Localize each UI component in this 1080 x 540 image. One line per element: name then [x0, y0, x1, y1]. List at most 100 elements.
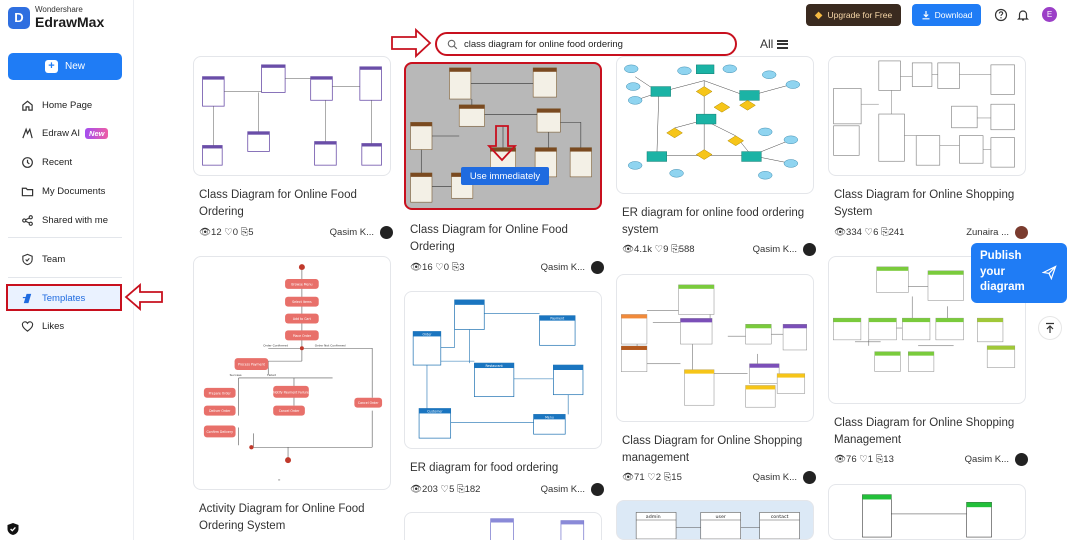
- templates-annotation-box: [6, 284, 122, 311]
- activity-edge-label: Order Confirmed: [263, 343, 288, 347]
- filter-label: All: [760, 37, 774, 51]
- class-diagram-thumbnail: [621, 284, 807, 408]
- template-thumbnail[interactable]: [828, 56, 1026, 176]
- class-diagram-thumbnail: [490, 518, 585, 540]
- use-immediately-button[interactable]: Use immediately: [461, 167, 549, 185]
- templates-icon: [20, 291, 34, 305]
- er-entity-label: Customer: [427, 409, 443, 413]
- paper-plane-icon: [1042, 265, 1057, 280]
- class-diagram-thumbnail: [833, 60, 1015, 168]
- folder-icon: [20, 184, 34, 198]
- template-meta: 👁76 ♡1 ⎘13 Qasim K...: [834, 453, 1028, 466]
- download-button[interactable]: Download: [912, 4, 981, 26]
- download-label: Download: [934, 10, 973, 20]
- ai-icon: [20, 126, 34, 140]
- upgrade-label: Upgrade for Free: [827, 10, 893, 20]
- activity-edge-label: Failed: [267, 373, 276, 377]
- template-title[interactable]: Class Diagram for Online Shopping Manage…: [834, 417, 1015, 446]
- template-stats: 👁16 ♡0 ⎘3: [410, 262, 465, 273]
- app-logo[interactable]: D Wondershare EdrawMax: [8, 6, 104, 29]
- author-avatar[interactable]: [803, 471, 816, 484]
- team-icon: [20, 252, 34, 266]
- template-title[interactable]: Activity Diagram for Online Food Orderin…: [199, 503, 365, 532]
- template-thumbnail[interactable]: [616, 274, 814, 422]
- new-badge: New: [85, 127, 109, 139]
- sidebar-item-shared[interactable]: Shared with me: [8, 208, 122, 232]
- user-avatar[interactable]: E: [1042, 7, 1057, 22]
- template-stats: 👁76 ♡1 ⎘13: [834, 454, 894, 465]
- template-thumbnail[interactable]: [616, 56, 814, 194]
- sidebar-divider: [8, 277, 122, 278]
- er-entity-label: Order: [423, 332, 433, 336]
- template-title[interactable]: ER diagram for online food ordering syst…: [622, 207, 805, 236]
- template-author[interactable]: Qasim K...: [752, 244, 797, 255]
- help-icon[interactable]: [994, 8, 1008, 22]
- activity-node-label: Prepare Order: [209, 391, 232, 395]
- template-thumbnail[interactable]: [404, 512, 602, 540]
- er-entity-label: Menu: [545, 415, 554, 419]
- template-title[interactable]: Class Diagram for Online Shopping manage…: [622, 435, 803, 464]
- activity-node-label: Add to Cart: [293, 317, 312, 321]
- template-stats: 👁203 ♡5 ⎘182: [410, 484, 481, 495]
- activity-node-label: Place Order: [293, 334, 312, 338]
- template-author[interactable]: Zunaira ...: [966, 227, 1009, 238]
- template-stats: 👁4.1k ♡9 ⎘588: [622, 244, 695, 255]
- sidebar-item-likes[interactable]: Likes: [8, 314, 122, 338]
- sidebar-item-label: Team: [42, 253, 66, 265]
- sidebar-item-team[interactable]: Team: [8, 247, 122, 271]
- arrow-left-annotation-icon: [124, 283, 163, 311]
- sidebar-item-label: My Documents: [42, 185, 106, 197]
- sidebar-item-label: Templates: [42, 292, 86, 304]
- author-avatar[interactable]: [380, 226, 393, 239]
- template-thumbnail[interactable]: [404, 62, 602, 210]
- class-diagram-thumbnail: [202, 64, 382, 166]
- template-thumbnail[interactable]: Browse Menu Select Items Add to Cart Pla…: [193, 256, 391, 490]
- sidebar-divider: [8, 237, 122, 238]
- template-thumbnail[interactable]: [193, 56, 391, 176]
- activity-node-label: Notify Payment Failure: [273, 390, 309, 394]
- sidebar-item-label: Shared with me: [42, 214, 109, 226]
- activity-node-label: Confirm Delivery: [206, 430, 233, 434]
- template-thumbnail[interactable]: Restaurant Order Customer Payment Menu: [404, 291, 602, 449]
- search-input[interactable]: class diagram for online food ordering: [435, 32, 737, 56]
- author-avatar[interactable]: [591, 261, 604, 274]
- publish-label: Publish: [980, 250, 1022, 262]
- template-title[interactable]: ER diagram for food ordering: [410, 462, 559, 474]
- activity-node-label: Cancel Order: [358, 401, 379, 405]
- template-thumbnail[interactable]: admin user contact: [616, 500, 814, 540]
- class-box-label: contact: [771, 514, 789, 520]
- activity-node-label: Select Items: [292, 300, 312, 304]
- new-button[interactable]: + New: [8, 53, 122, 80]
- sidebar-item-label: Edraw AI: [42, 127, 81, 139]
- upgrade-button[interactable]: ◆ Upgrade for Free: [806, 4, 901, 26]
- author-avatar[interactable]: [1015, 226, 1028, 239]
- template-title[interactable]: Class Diagram for Online Food Ordering: [410, 224, 568, 253]
- scroll-to-top-button[interactable]: [1038, 316, 1062, 340]
- sidebar-item-recent[interactable]: Recent: [8, 150, 122, 174]
- bell-icon[interactable]: [1016, 8, 1030, 22]
- filter-all-button[interactable]: All: [760, 37, 789, 51]
- template-author[interactable]: Qasim K...: [964, 454, 1009, 465]
- template-thumbnail[interactable]: [828, 484, 1026, 540]
- sidebar-item-label: Likes: [42, 320, 65, 332]
- class-diagram-thumbnail: [410, 67, 592, 203]
- template-meta: 👁71 ♡2 ⎘15 Qasim K...: [622, 471, 816, 484]
- security-shield-icon[interactable]: [6, 522, 20, 536]
- template-title[interactable]: Class Diagram for Online Shopping System: [834, 189, 1015, 218]
- publish-diagram-button[interactable]: Publish your diagram: [971, 243, 1067, 303]
- sidebar-item-edraw-ai[interactable]: Edraw AI New: [8, 121, 122, 145]
- template-author[interactable]: Qasim K...: [752, 472, 797, 483]
- author-avatar[interactable]: [803, 243, 816, 256]
- author-avatar[interactable]: [591, 483, 604, 496]
- template-author[interactable]: Qasim K...: [540, 484, 585, 495]
- sidebar-item-templates[interactable]: Templates: [8, 286, 122, 310]
- template-author[interactable]: Qasim K...: [329, 227, 374, 238]
- author-avatar[interactable]: [1015, 453, 1028, 466]
- template-title[interactable]: Class Diagram for Online Food Ordering: [199, 189, 357, 218]
- sidebar-item-home[interactable]: Home Page: [8, 93, 122, 117]
- template-stats: 👁334 ♡6 ⎘241: [834, 227, 905, 238]
- sidebar-item-my-documents[interactable]: My Documents: [8, 179, 122, 203]
- template-meta: 👁4.1k ♡9 ⎘588 Qasim K...: [622, 243, 816, 256]
- template-author[interactable]: Qasim K...: [540, 262, 585, 273]
- template-meta: 👁203 ♡5 ⎘182 Qasim K...: [410, 483, 604, 496]
